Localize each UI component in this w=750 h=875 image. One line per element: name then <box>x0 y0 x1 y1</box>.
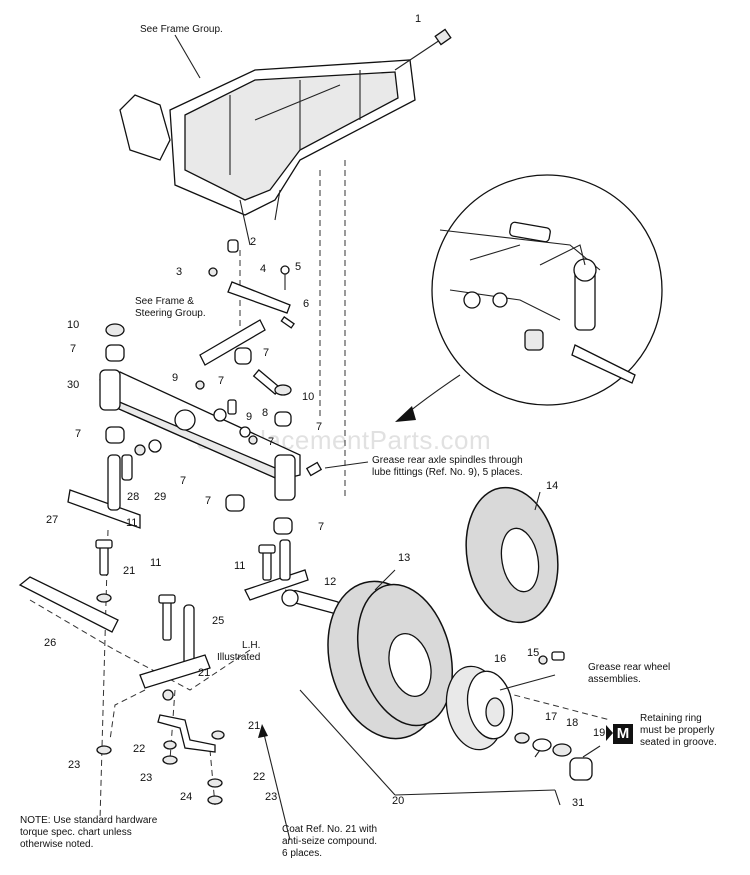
part-number: 30 <box>67 379 79 391</box>
note-frame-group: See Frame Group. <box>140 24 223 35</box>
bolts-11 <box>95 539 276 641</box>
bolt-1 <box>394 28 452 71</box>
part-number: 29 <box>154 491 166 503</box>
part-number: 25 <box>212 615 224 627</box>
part-number: 7 <box>75 428 81 440</box>
part-number: 26 <box>44 637 56 649</box>
part-number: 6 <box>303 298 309 310</box>
part-number: 21 <box>248 720 260 732</box>
part-number: 22 <box>253 771 265 783</box>
part-number: 23 <box>265 791 277 803</box>
part-number: 7 <box>318 521 324 533</box>
part-number: 9 <box>172 372 178 384</box>
part-number: 12 <box>324 576 336 588</box>
frame-assembly <box>119 34 416 246</box>
bracket-25 <box>139 604 211 701</box>
part-number: 7 <box>70 343 76 355</box>
note-hardware: NOTE: Use standard hardware torque spec.… <box>20 815 158 850</box>
part-number: 23 <box>68 759 80 771</box>
part-number: 14 <box>546 480 558 492</box>
part-number: 17 <box>545 711 557 723</box>
part-number: 7 <box>316 421 322 433</box>
rear-axle-beam <box>99 369 301 501</box>
hub-hardware <box>514 651 593 781</box>
part-number: 13 <box>398 552 410 564</box>
part-number: 1 <box>415 13 421 25</box>
part-number: 11 <box>234 560 245 572</box>
part-number: 28 <box>127 491 139 503</box>
part-number: 21 <box>198 667 210 679</box>
part-number: 31 <box>572 797 584 809</box>
part-number: 9 <box>246 411 252 423</box>
part-number: 24 <box>180 791 192 803</box>
part-number: 16 <box>494 653 506 665</box>
part-number: 10 <box>302 391 314 403</box>
tire-13 <box>327 580 454 740</box>
tire-14 <box>465 486 559 624</box>
part-number: 3 <box>176 266 182 278</box>
note-retaining-ring: Retaining ring must be properly seated i… <box>640 713 717 748</box>
bushings-left <box>105 323 323 535</box>
bracket-24 <box>96 714 225 805</box>
part-number: 4 <box>260 263 266 275</box>
part-number: 8 <box>262 407 268 419</box>
part-number: 20 <box>392 795 404 807</box>
steering-links <box>199 239 295 366</box>
part-number: 11 <box>150 557 161 569</box>
part-number: 5 <box>295 261 301 273</box>
spindle-right <box>244 539 341 615</box>
leader-lines <box>258 461 613 841</box>
part-number: 2 <box>250 236 256 248</box>
part-number: 7 <box>180 475 186 487</box>
part-number: 18 <box>566 717 578 729</box>
part-number: 15 <box>527 647 539 659</box>
part-number-labels: 1 2 3 4 5 6 10 7 7 9 7 30 8 10 9 7 7 7 2… <box>44 13 605 809</box>
note-grease-axle: Grease rear axle spindles through lube f… <box>372 455 523 478</box>
m-symbol-badge: M <box>613 724 633 744</box>
part-number: 7 <box>205 495 211 507</box>
part-number: 7 <box>218 375 224 387</box>
part-number: 22 <box>133 743 145 755</box>
wheel-rim-16 <box>445 665 556 751</box>
link-arm-26 <box>18 576 119 633</box>
part-number: 11 <box>126 517 137 529</box>
note-frame-steering: See Frame & Steering Group. <box>135 296 206 319</box>
part-number: 23 <box>140 772 152 784</box>
note-coat-ref: Coat Ref. No. 21 with anti-seize compoun… <box>282 824 378 859</box>
spindle-left <box>67 439 162 529</box>
part-number: 19 <box>593 727 605 739</box>
part-number: 7 <box>268 436 274 448</box>
detail-inset <box>395 174 663 422</box>
part-number: 10 <box>67 319 79 331</box>
part-number: 7 <box>263 347 269 359</box>
part-number: 21 <box>123 565 135 577</box>
note-grease-wheel: Grease rear wheel assemblies. <box>588 662 671 685</box>
part-number: 27 <box>46 514 58 526</box>
